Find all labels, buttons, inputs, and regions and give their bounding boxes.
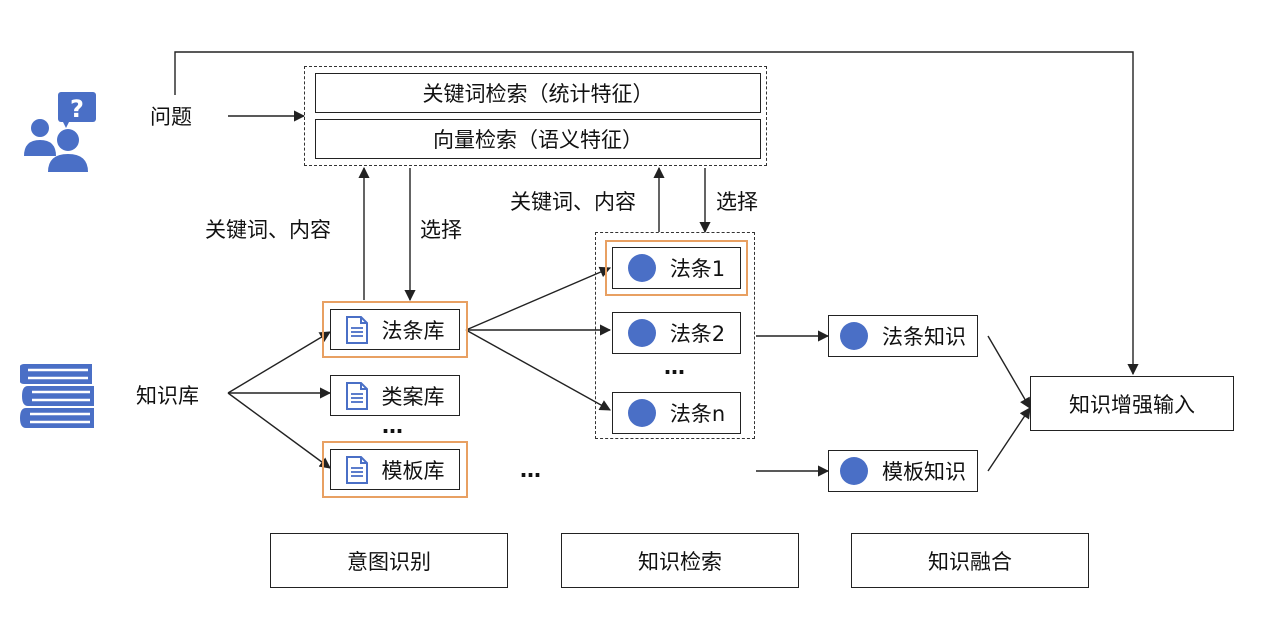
article-knowledge-label: 法条知识	[882, 325, 966, 349]
question-to-output-line	[174, 51, 1139, 376]
svg-text:?: ?	[70, 95, 84, 123]
circle-icon	[840, 322, 868, 350]
articles-ellipsis: …	[664, 355, 685, 379]
law-library-highlight	[322, 301, 468, 358]
stage-fusion-label: 知识融合	[928, 549, 1012, 574]
kb-to-template-lib-arrow	[227, 392, 331, 469]
knowledge-base-label: 知识库	[136, 384, 199, 408]
law-library-label: 法条库	[381, 318, 445, 343]
stage-retrieval-label: 知识检索	[638, 549, 722, 574]
articlen-label: 法条n	[669, 402, 726, 426]
articles-group	[595, 232, 755, 439]
right-keyword-content-label: 关键词、内容	[510, 190, 636, 214]
vector-search-label: 向量检索（语义特征）	[433, 128, 643, 152]
document-icon	[345, 315, 368, 344]
kb-to-law-lib-arrow	[227, 331, 331, 394]
articlen-box: 法条n	[612, 392, 741, 434]
article1-highlight	[605, 240, 748, 296]
article-knowledge-to-output-arrow	[987, 335, 1031, 409]
article1-box: 法条1	[612, 247, 741, 289]
lib-to-articlen-arrow	[465, 329, 611, 411]
keyword-search-label: 关键词检索（统计特征）	[422, 82, 654, 106]
library-ellipsis: …	[382, 414, 403, 438]
middle-ellipsis: …	[520, 458, 541, 482]
right-select-label: 选择	[716, 190, 758, 214]
template-knowledge-label: 模板知识	[882, 460, 966, 484]
stage-knowledge-fusion: 知识融合	[851, 533, 1089, 588]
document-icon	[345, 381, 368, 410]
template-knowledge-to-output-arrow	[987, 407, 1031, 472]
search-methods-group	[304, 66, 767, 166]
lib-to-article1-arrow	[465, 266, 612, 331]
stage-intent-label: 意图识别	[347, 549, 431, 574]
article2-box: 法条2	[612, 312, 741, 354]
keyword-search-box: 关键词检索（统计特征）	[315, 73, 761, 113]
template-library-highlight	[322, 441, 468, 498]
template-library-box: 模板库	[330, 449, 460, 490]
circle-icon	[627, 399, 656, 427]
law-library-box: 法条库	[330, 309, 460, 350]
vector-search-box: 向量检索（语义特征）	[315, 119, 761, 159]
case-library-label: 类案库	[381, 384, 445, 409]
books-icon	[20, 364, 94, 428]
circle-icon	[627, 319, 656, 347]
case-library-box: 类案库	[330, 375, 460, 416]
left-select-label: 选择	[420, 218, 462, 242]
stage-intent-recognition: 意图识别	[270, 533, 508, 588]
article1-label: 法条1	[669, 257, 726, 281]
article-knowledge-box: 法条知识	[828, 315, 978, 357]
stage-knowledge-retrieval: 知识检索	[561, 533, 799, 588]
left-keyword-content-label: 关键词、内容	[205, 218, 331, 242]
circle-icon	[627, 254, 656, 282]
circle-icon	[840, 457, 868, 485]
template-knowledge-box: 模板知识	[828, 450, 978, 492]
template-library-label: 模板库	[381, 458, 445, 483]
user-question-icon: ?	[24, 92, 96, 172]
enhanced-input-label: 知识增强输入	[1069, 392, 1195, 417]
enhanced-input-box: 知识增强输入	[1030, 376, 1234, 431]
article2-label: 法条2	[669, 322, 726, 346]
document-icon	[345, 455, 368, 484]
question-label: 问题	[150, 105, 192, 129]
